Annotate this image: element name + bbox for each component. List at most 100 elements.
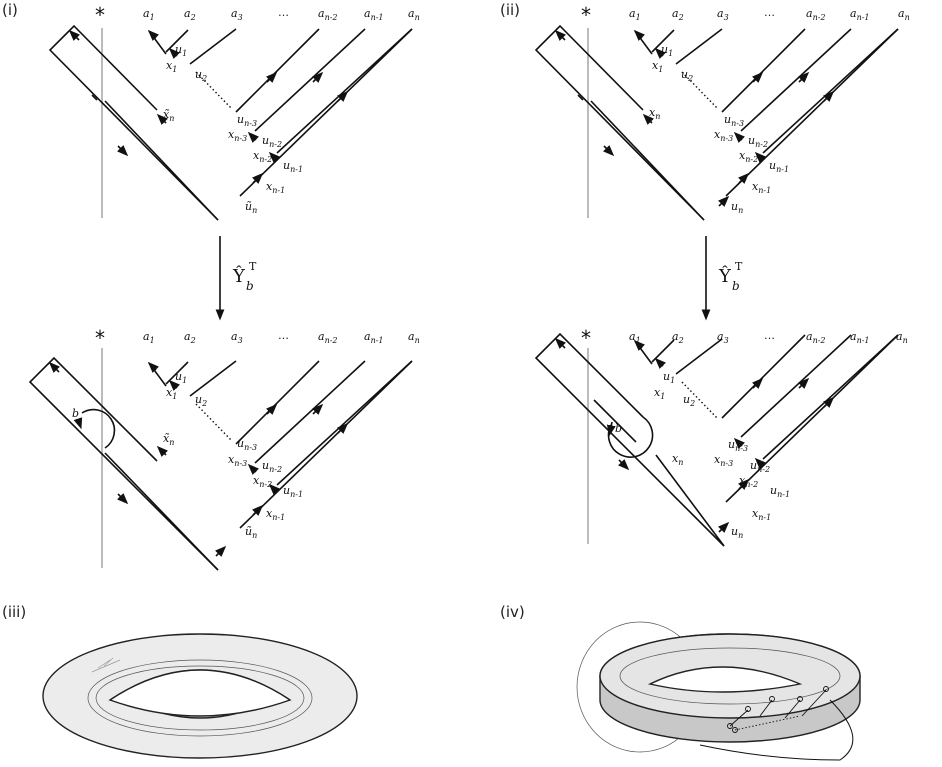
svg-text:b: b bbox=[615, 422, 622, 435]
svg-text:x1: x1 bbox=[166, 59, 177, 74]
svg-text:x1: x1 bbox=[652, 59, 663, 74]
svg-text:un-3: un-3 bbox=[724, 113, 744, 128]
svg-text:un-1: un-1 bbox=[283, 159, 303, 174]
loop-b-label: b bbox=[72, 407, 79, 420]
svg-text:b: b bbox=[732, 279, 740, 293]
svg-text:u2: u2 bbox=[681, 68, 693, 83]
svg-text:un-2: un-2 bbox=[748, 134, 768, 149]
svg-text:un-2: un-2 bbox=[262, 134, 282, 149]
panel-ii-bottom bbox=[534, 332, 899, 547]
a-label-3: a3 bbox=[231, 7, 243, 22]
svg-text:b: b bbox=[246, 279, 254, 293]
panel-iv-torus: (iv) bbox=[500, 603, 861, 761]
a-label-n-1: an-1 bbox=[364, 7, 384, 22]
svg-text:u1: u1 bbox=[175, 370, 187, 385]
panel-ii-bottom-labels: * a1 a2 a3 … an-2 an-1 an b u1 x1 u2 xn … bbox=[581, 326, 908, 540]
a-label-dots: … bbox=[278, 6, 289, 19]
svg-text:u2: u2 bbox=[195, 393, 207, 408]
svg-text:un-3: un-3 bbox=[237, 113, 257, 128]
svg-text:u1: u1 bbox=[661, 43, 673, 58]
svg-text:…: … bbox=[764, 329, 775, 342]
svg-text:un-1: un-1 bbox=[769, 159, 789, 174]
svg-text:un-3: un-3 bbox=[728, 438, 748, 453]
svg-text:an: an bbox=[898, 7, 910, 22]
svg-text:xn-3: xn-3 bbox=[714, 453, 733, 468]
svg-text:xn-2: xn-2 bbox=[739, 149, 758, 164]
panel-i-bottom: * a1 a2 a3 … an-2 an-1 an b u1 x1 u2 x̃n… bbox=[28, 326, 420, 571]
svg-text:…: … bbox=[278, 329, 289, 342]
panel-label-i: (i) bbox=[2, 1, 18, 19]
svg-text:an: an bbox=[408, 330, 420, 345]
svg-text:an-1: an-1 bbox=[364, 330, 384, 345]
svg-text:a2: a2 bbox=[184, 330, 196, 345]
svg-text:*: * bbox=[95, 326, 105, 350]
operator-arrow-right: Ŷ b T bbox=[701, 236, 743, 321]
svg-text:*: * bbox=[581, 3, 591, 27]
svg-text:a3: a3 bbox=[231, 330, 243, 345]
svg-text:x1: x1 bbox=[166, 386, 177, 401]
svg-text:xn-3: xn-3 bbox=[714, 128, 733, 143]
svg-text:x̃n: x̃n bbox=[163, 432, 174, 447]
a-labels: a1 a2 a3 … an-2 an-1 an bbox=[143, 6, 420, 22]
svg-text:x1: x1 bbox=[654, 386, 665, 401]
panel-label-iv: (iv) bbox=[500, 603, 525, 621]
panel-label-ii: (ii) bbox=[500, 1, 520, 19]
svg-text:un-1: un-1 bbox=[283, 484, 303, 499]
panel-i-top: (i) * a1 a2 a3 … an-2 an-1 an u1 x1 u2 x… bbox=[2, 1, 420, 220]
svg-text:T: T bbox=[735, 260, 743, 273]
svg-text:x̃n: x̃n bbox=[163, 108, 174, 123]
svg-text:xn: xn bbox=[672, 452, 683, 467]
panel-ii-top: (ii) * a1 a2 a3 … an-2 an-1 an u1 x1 u2 … bbox=[500, 1, 910, 220]
svg-text:xn-1: xn-1 bbox=[752, 180, 771, 195]
svg-text:u1: u1 bbox=[663, 370, 675, 385]
svg-text:xn-1: xn-1 bbox=[266, 180, 285, 195]
svg-text:xn-3: xn-3 bbox=[228, 128, 247, 143]
a-label-n: an bbox=[408, 7, 420, 22]
svg-text:…: … bbox=[764, 6, 775, 19]
svg-text:Ŷ: Ŷ bbox=[718, 264, 732, 287]
panel-label-iii: (iii) bbox=[2, 603, 26, 621]
svg-text:u2: u2 bbox=[683, 393, 695, 408]
svg-text:ũn: ũn bbox=[245, 525, 257, 540]
svg-text:*: * bbox=[581, 326, 591, 350]
a-label-2: a2 bbox=[184, 7, 196, 22]
panel-iii-torus: (iii) bbox=[2, 603, 358, 759]
ux-labels: u1 x1 u2 x̃n un-3 xn-3 un-2 xn-2 un-1 xn… bbox=[163, 43, 303, 215]
star-label: * bbox=[95, 3, 105, 27]
svg-text:a1: a1 bbox=[143, 330, 155, 345]
svg-text:a3: a3 bbox=[717, 330, 729, 345]
svg-text:xn-3: xn-3 bbox=[228, 453, 247, 468]
svg-text:a2: a2 bbox=[672, 7, 684, 22]
svg-text:an-1: an-1 bbox=[850, 330, 870, 345]
operator-arrow-left: Ŷ b T bbox=[215, 236, 257, 321]
svg-text:a2: a2 bbox=[672, 330, 684, 345]
svg-text:an-2: an-2 bbox=[318, 330, 338, 345]
svg-text:an: an bbox=[896, 330, 908, 345]
svg-text:xn-1: xn-1 bbox=[266, 507, 285, 522]
svg-text:u1: u1 bbox=[175, 43, 187, 58]
svg-text:Ŷ: Ŷ bbox=[232, 264, 246, 287]
svg-text:xn-2: xn-2 bbox=[253, 149, 272, 164]
svg-text:xn-2: xn-2 bbox=[253, 474, 272, 489]
svg-text:un-1: un-1 bbox=[770, 484, 790, 499]
a-label-1: a1 bbox=[143, 7, 155, 22]
svg-text:ũn: ũn bbox=[245, 200, 257, 215]
svg-text:a3: a3 bbox=[717, 7, 729, 22]
svg-text:un-2: un-2 bbox=[750, 459, 770, 474]
svg-text:an-2: an-2 bbox=[806, 330, 826, 345]
svg-text:xn: xn bbox=[649, 106, 660, 121]
svg-text:un: un bbox=[731, 200, 743, 215]
svg-text:xn-1: xn-1 bbox=[752, 507, 771, 522]
svg-text:un: un bbox=[731, 525, 743, 540]
svg-text:a1: a1 bbox=[629, 7, 641, 22]
svg-text:u2: u2 bbox=[195, 68, 207, 83]
svg-text:un-3: un-3 bbox=[237, 437, 257, 452]
svg-text:a1: a1 bbox=[629, 330, 641, 345]
svg-text:un-2: un-2 bbox=[262, 459, 282, 474]
svg-text:an-1: an-1 bbox=[850, 7, 870, 22]
a-label-n-2: an-2 bbox=[318, 7, 338, 22]
svg-text:xn-2: xn-2 bbox=[739, 474, 758, 489]
svg-text:T: T bbox=[249, 260, 257, 273]
svg-text:an-2: an-2 bbox=[806, 7, 826, 22]
